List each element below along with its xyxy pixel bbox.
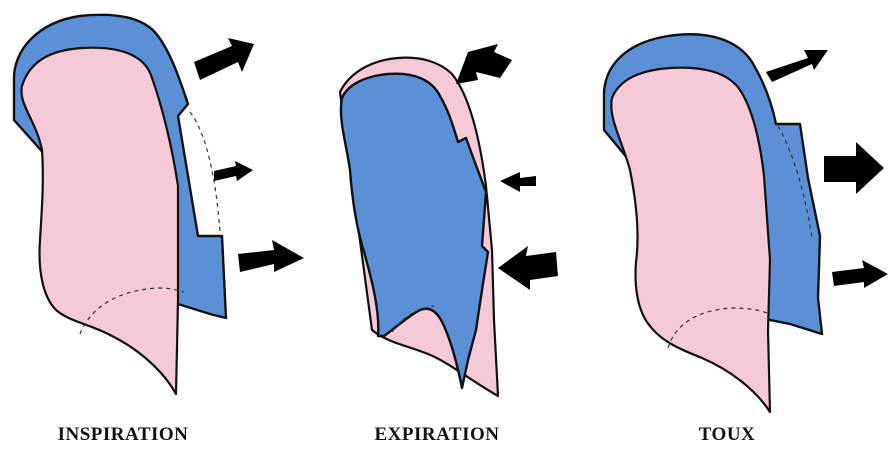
caption-toux: TOUX: [699, 424, 756, 446]
arrow-inspiration-middle: [214, 161, 253, 181]
toux-resting-lung: [611, 68, 770, 412]
arrow-inspiration-bottom: [238, 240, 304, 272]
panel-expiration: [340, 44, 558, 396]
panel-toux: [604, 34, 888, 412]
caption-inspiration: INSPIRATION: [58, 424, 189, 446]
panel-inspiration: [14, 15, 304, 394]
arrow-expiration-top: [456, 44, 512, 84]
arrow-expiration-middle: [500, 172, 536, 192]
arrow-expiration-bottom: [498, 246, 558, 290]
arrow-toux-top: [766, 50, 828, 82]
inspiration-resting-lung: [21, 48, 178, 394]
arrow-toux-middle: [824, 142, 884, 194]
arrow-inspiration-top: [194, 38, 254, 80]
caption-expiration: EXPIRATION: [375, 424, 500, 446]
arrow-toux-bottom: [832, 260, 888, 288]
